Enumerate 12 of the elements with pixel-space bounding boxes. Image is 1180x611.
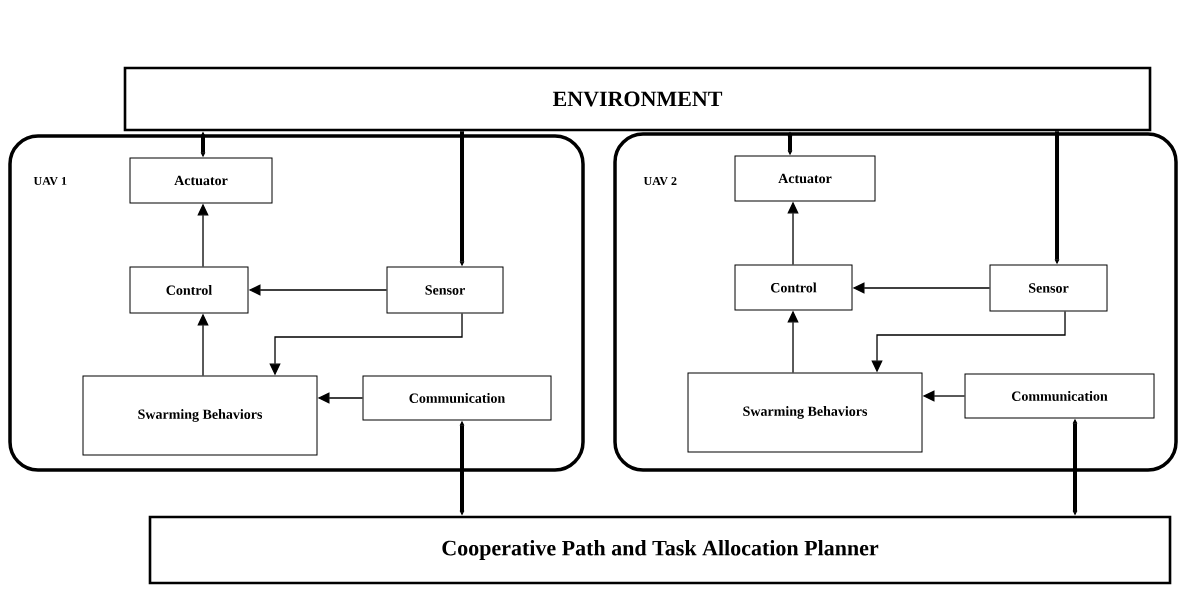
module-box: Sensor xyxy=(386,266,504,314)
module-box: Communication xyxy=(362,375,552,421)
module-box: Communication xyxy=(964,373,1155,419)
module-box: Control xyxy=(734,264,853,311)
system-band: Cooperative Path and Task Allocation Planner xyxy=(148,515,1172,585)
system-band: ENVIRONMENT xyxy=(123,66,1152,132)
module-box: Actuator xyxy=(734,155,876,202)
module-box: Swarming Behaviors xyxy=(82,375,318,456)
module-box: Control xyxy=(129,266,249,314)
module-box: Swarming Behaviors xyxy=(687,372,923,453)
module-box: Sensor xyxy=(989,264,1108,312)
module-box: Actuator xyxy=(129,157,273,204)
